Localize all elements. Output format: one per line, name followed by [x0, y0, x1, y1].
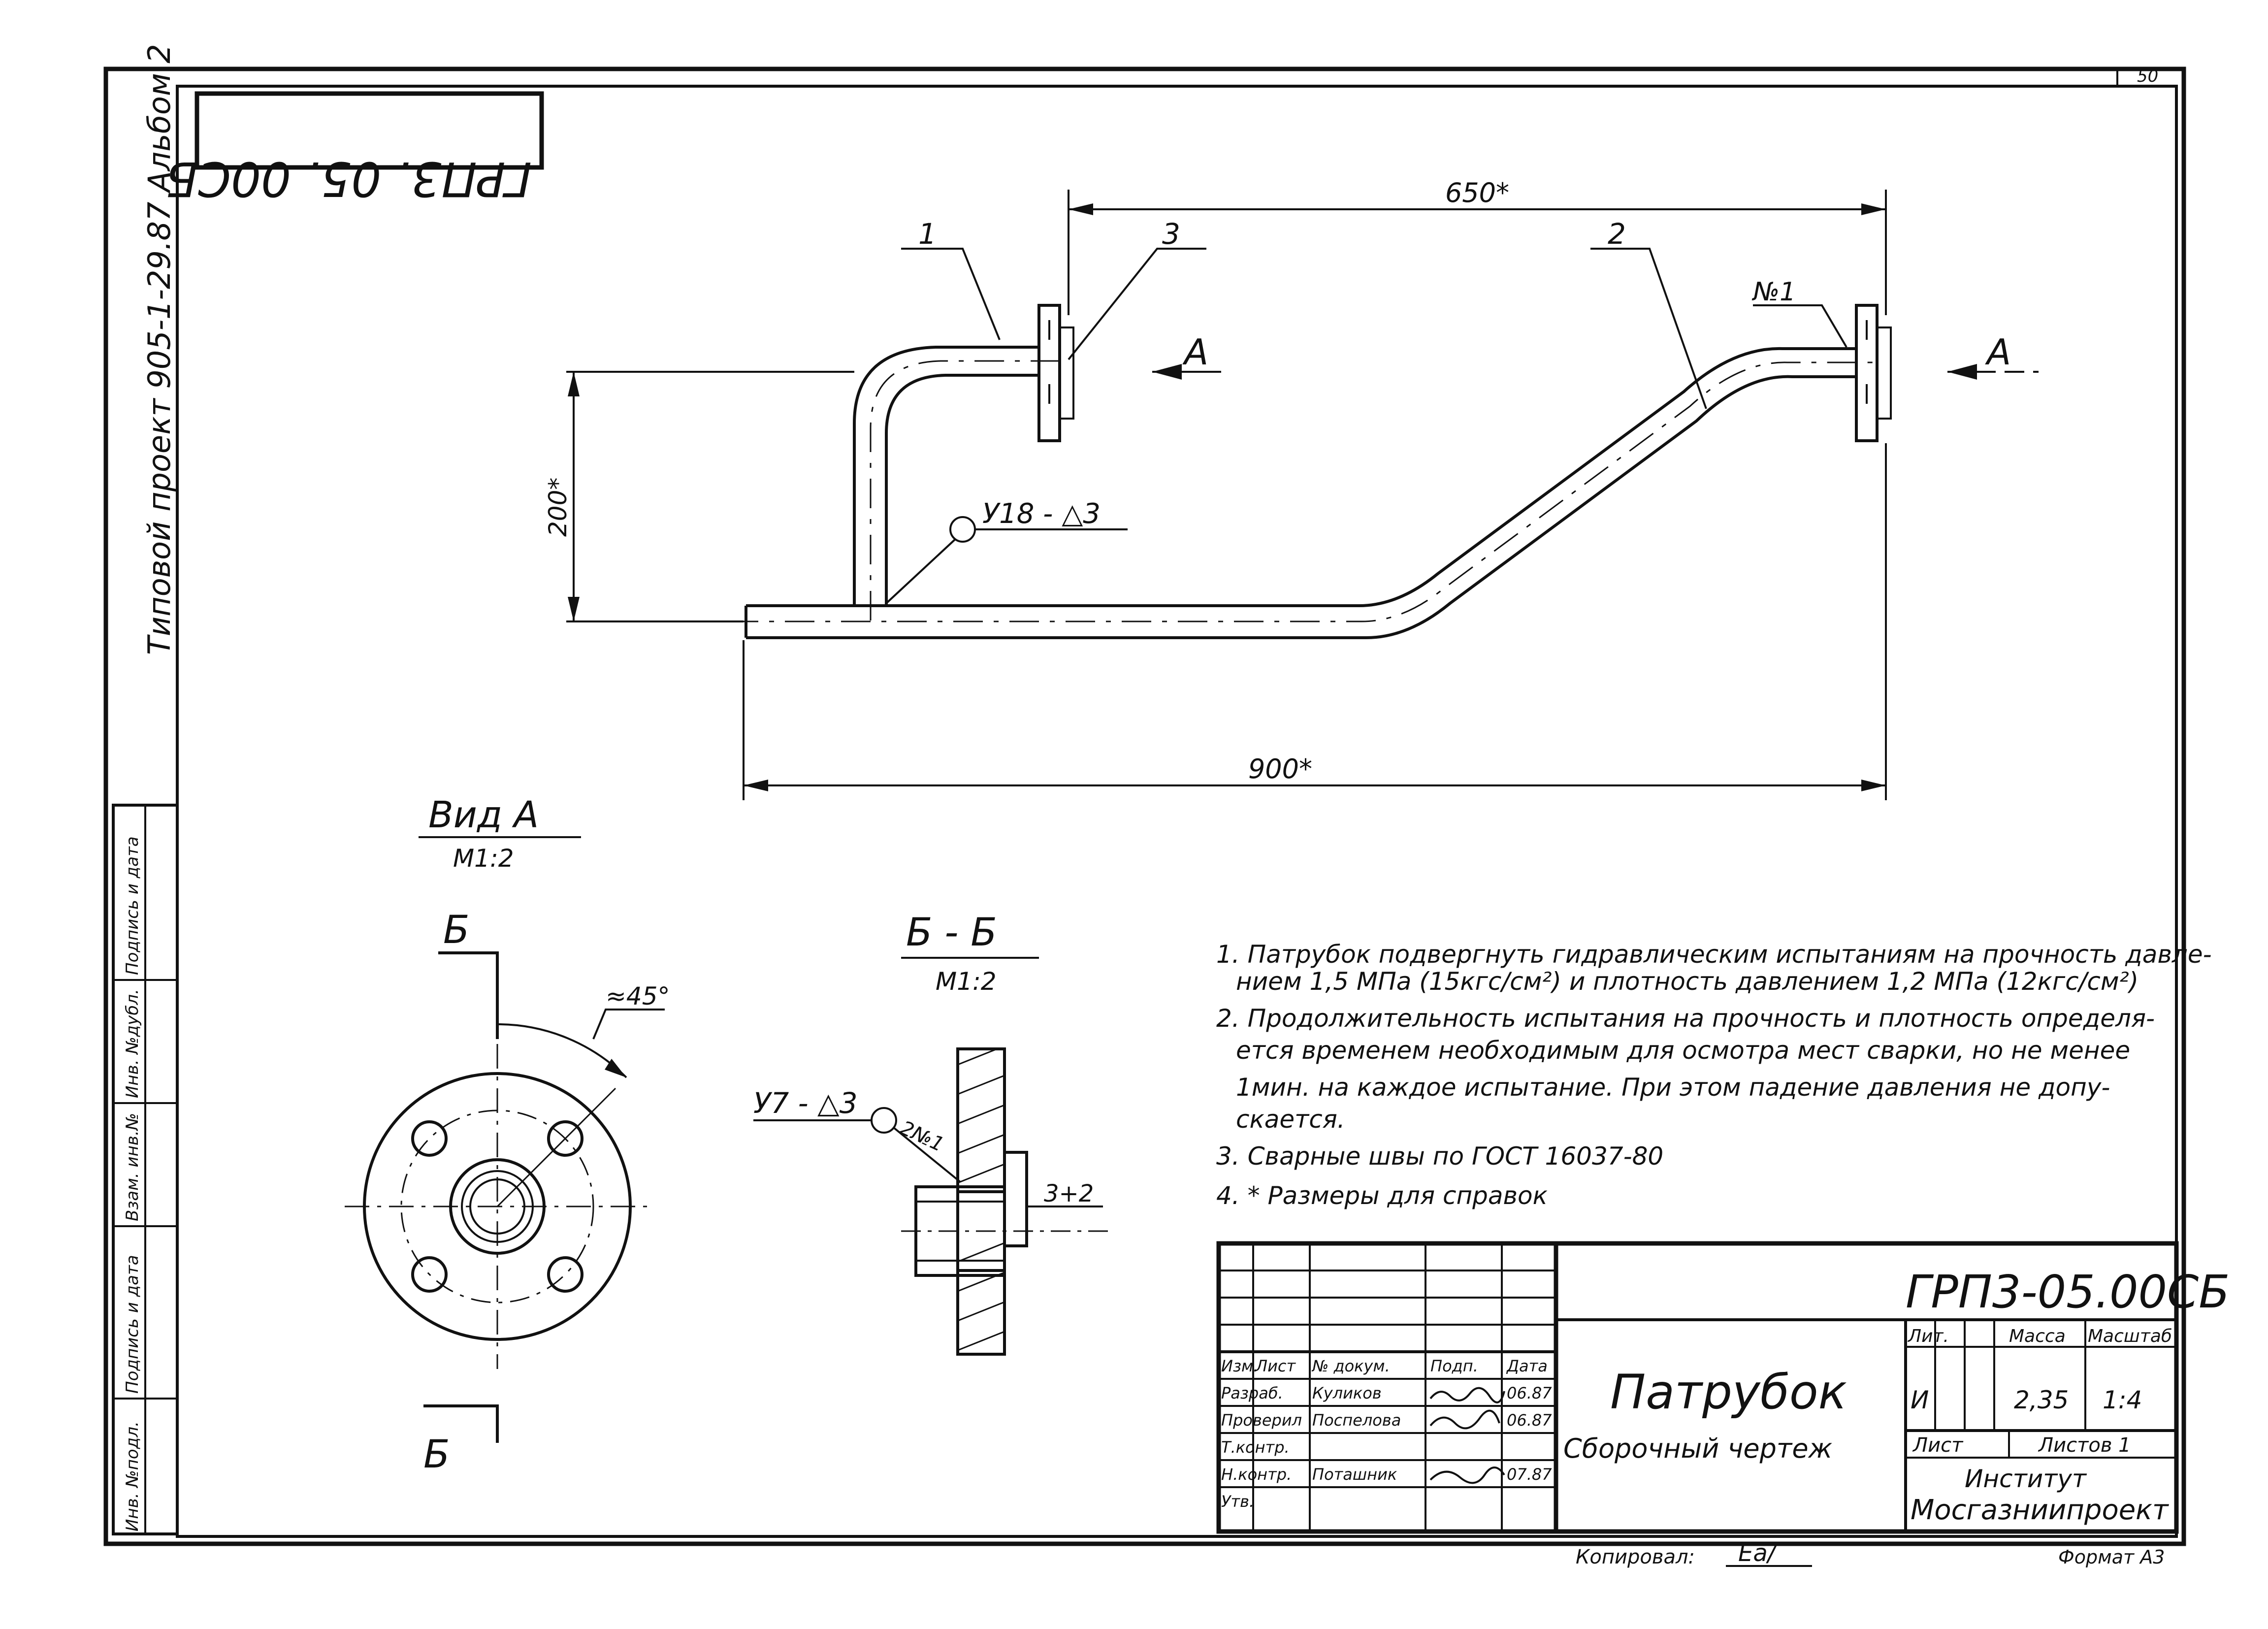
- dim-900: 900*: [1248, 753, 1312, 784]
- tb-role-1: Разраб.: [1221, 1384, 1283, 1402]
- tb-date-1: 06.87: [1507, 1384, 1552, 1402]
- tb-mass-header: Масса: [2009, 1326, 2066, 1346]
- flange-right: [1851, 304, 1892, 442]
- tb-org-2: Мосгазниипроект: [1911, 1494, 2169, 1526]
- sheet-frame: 50: [103, 66, 2186, 1546]
- leader-1: 1: [918, 217, 937, 251]
- section-a-right: А: [1985, 331, 2011, 373]
- signature-1: [1429, 1387, 1505, 1403]
- cut-b-bottom: Б: [423, 1433, 450, 1477]
- tb-role-5: Утв.: [1221, 1492, 1254, 1511]
- copied-signature: Еа/: [1738, 1539, 1778, 1567]
- title-block: Изм. Лист № докум. Подп. Дата Разраб. Ку…: [1216, 1241, 2230, 1534]
- tb-sheet-label: Лист: [1912, 1434, 1964, 1457]
- view-a-title: Вид А: [428, 794, 539, 836]
- signature-2: [1429, 1409, 1500, 1430]
- leader-2: 2: [1608, 217, 1626, 251]
- tb-name-4: Поташник: [1312, 1465, 1397, 1484]
- side-stamp: ГРП3. 05. 00СБ Типовой проект 905-1-29.8…: [112, 44, 544, 1535]
- weld-mark-n1: №1: [1751, 277, 1796, 307]
- note-line-8: 4. * Размеры для справок: [1216, 1181, 1548, 1210]
- weld-symbol-bb: У7 - △3: [753, 1086, 858, 1120]
- technical-notes: 1. Патрубок подвергнуть гидравлическим и…: [1216, 940, 2212, 1210]
- gap-dim: 3+2: [1044, 1180, 1094, 1207]
- tb-scale-header: Масштаб: [2088, 1326, 2172, 1346]
- copied-by: Копировал:: [1576, 1546, 1695, 1568]
- sheet-format: Формат А3: [2058, 1546, 2165, 1568]
- tb-mass: 2,35: [2014, 1386, 2069, 1414]
- tb-role-4: Н.контр.: [1221, 1465, 1292, 1484]
- pipe-bottom: [746, 347, 1851, 607]
- pipe-bend-left: [853, 346, 1039, 606]
- side-col-4: Инв. №дубл.: [123, 989, 142, 1098]
- note-line-5: 1мин. на каждое испытание. При этом паде…: [1236, 1073, 2110, 1102]
- tb-col-doc: № докум.: [1311, 1357, 1390, 1375]
- section-a-left: А: [1182, 331, 1208, 373]
- tb-col-list: Лист: [1255, 1357, 1296, 1375]
- tb-date-4: 07.87: [1507, 1465, 1552, 1484]
- dim-650: 650*: [1445, 177, 1509, 208]
- side-col-5: Подпись и дата: [123, 836, 142, 975]
- dim-200: 200*: [544, 478, 572, 537]
- tb-name-2: Поспелова: [1312, 1411, 1401, 1430]
- tb-org-1: Институт: [1965, 1465, 2087, 1493]
- view-a-angle: ≈45°: [606, 982, 670, 1010]
- typical-project-label: Типовой проект 905-1-29.87 Альбом 2: [141, 44, 177, 655]
- note-line-3: 2. Продолжительность испытания на прочно…: [1216, 1004, 2155, 1033]
- side-col-3: Взам. инв.№: [123, 1113, 142, 1221]
- flange-left: [1037, 304, 1074, 442]
- section-bb-scale: М1:2: [936, 967, 997, 996]
- side-col-1: Инв. №подл.: [123, 1421, 142, 1531]
- tb-role-2: Проверил: [1221, 1411, 1302, 1430]
- tb-code: ГРП3-05.00СБ: [1906, 1266, 2230, 1318]
- note-line-6: скается.: [1236, 1105, 1345, 1134]
- tb-col-date: Дата: [1506, 1357, 1548, 1375]
- tb-col-sign: Подп.: [1430, 1357, 1478, 1375]
- tb-part-name: Патрубок: [1610, 1365, 1847, 1420]
- tb-col-izm: Изм.: [1221, 1357, 1258, 1375]
- cut-b-top: Б: [443, 908, 470, 952]
- sheet-number: 50: [2137, 66, 2158, 86]
- note-line-1: 1. Патрубок подвергнуть гидравлическим и…: [1216, 940, 2212, 969]
- tb-role-3: Т.контр.: [1221, 1438, 1290, 1457]
- weld-symbol-main: У18 - △3: [982, 498, 1101, 530]
- note-line-7: 3. Сварные швы по ГОСТ 16037-80: [1216, 1142, 1663, 1171]
- tb-sheets-label: Листов 1: [2038, 1434, 2131, 1457]
- note-line-2: нием 1,5 МПа (15кгс/см²) и плотность дав…: [1236, 967, 2138, 996]
- view-a: Вид А М1:2 ≈45° Б Б: [345, 794, 670, 1477]
- tb-scale: 1:4: [2103, 1386, 2142, 1414]
- view-a-scale: М1:2: [453, 844, 514, 873]
- tb-name-1: Куликов: [1312, 1384, 1382, 1402]
- note-line-4: ется временем необходимым для осмотра ме…: [1236, 1036, 2130, 1065]
- signature-4: [1429, 1466, 1505, 1484]
- tb-doc-type: Сборочный чертеж: [1563, 1433, 1833, 1464]
- tb-lit: И: [1911, 1386, 1929, 1414]
- tb-lit-header: Лит.: [1907, 1326, 1949, 1346]
- section-bb-title: Б - Б: [906, 911, 997, 955]
- mirrored-code: ГРП3. 05. 00СБ: [165, 151, 532, 206]
- tb-date-2: 06.87: [1507, 1411, 1552, 1430]
- section-bb: Б - Б М1:2 3+2: [753, 911, 1113, 1356]
- main-view: 650* 200* 900* 1 3 2 №1 У18 - △3 А: [544, 177, 2039, 800]
- side-col-2: Подпись и дата: [123, 1255, 142, 1394]
- leader-3: 3: [1162, 217, 1180, 251]
